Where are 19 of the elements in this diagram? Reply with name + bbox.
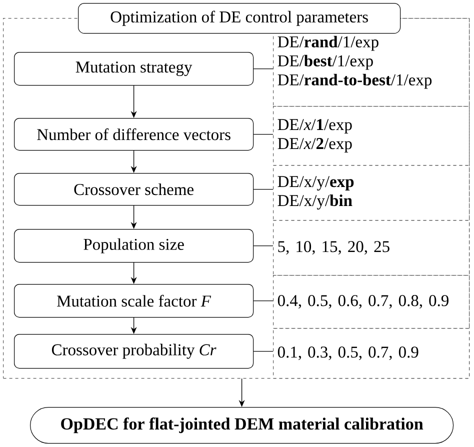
heading-box: Optimization of DE control parameters [78, 3, 401, 34]
connector-line [253, 134, 274, 135]
options-box: DE/x/1/exp DE/x/2/exp [273, 106, 470, 166]
process-box: Mutation scale factor F [14, 284, 254, 318]
process-box: Number of difference vectors [14, 118, 254, 151]
process-box: Crossover probability Cr [14, 334, 254, 369]
connector-line [253, 300, 274, 302]
options-box: DE/x/y/exp DE/x/y/bin [273, 165, 470, 221]
connector-line [253, 188, 274, 190]
connector-line [253, 245, 274, 246]
process-box: Crossover scheme [14, 173, 254, 206]
options-box: 0.1, 0.3, 0.5, 0.7, 0.9 [273, 328, 470, 379]
process-box: Population size [14, 229, 254, 263]
process-box: Mutation strategy [14, 52, 254, 86]
options-box: 5, 10, 15, 20, 25 [273, 220, 470, 276]
connector-line [253, 68, 274, 70]
result-box: OpDEC for flat-jointed DEM material calibration [30, 407, 454, 444]
options-box: 0.4, 0.5, 0.6, 0.7, 0.8, 0.9 [273, 275, 470, 329]
connector-line [253, 350, 274, 352]
